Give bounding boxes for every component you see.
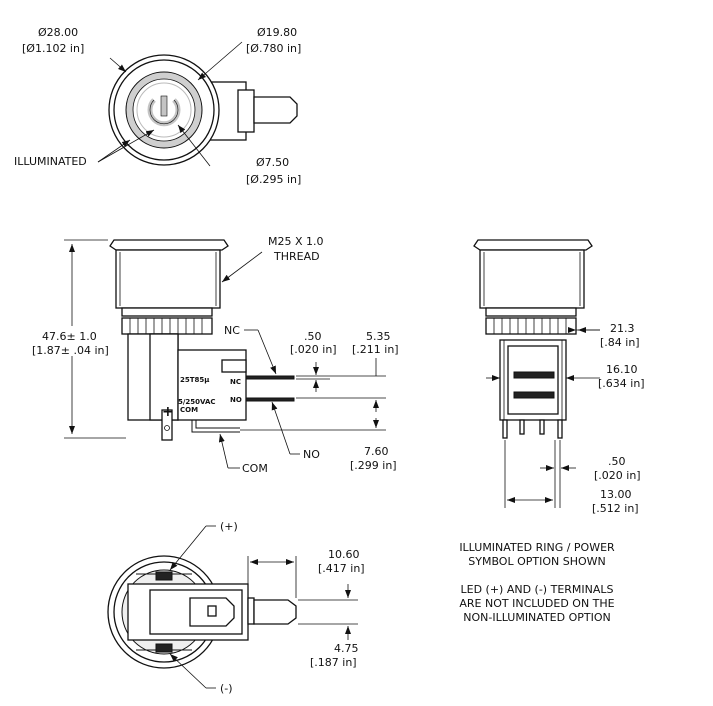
collar-width-in: [.84 in] [600, 336, 640, 349]
no-label: NO [303, 448, 320, 461]
plus-label: (+) [220, 520, 238, 533]
front-terminal-thickness-mm: .50 [608, 455, 626, 468]
terminal-spacing-in: [.299 in] [350, 459, 397, 472]
side-thread-barrel [115, 249, 221, 309]
note-line-3: LED (+) AND (-) TERMINALS [460, 583, 613, 596]
switch-text-4: NC [230, 378, 241, 386]
thread-leader [221, 251, 263, 283]
ring-fine-line [136, 82, 192, 138]
terminal-thickness-in: [.020 in] [290, 343, 337, 356]
bottom-view: (+) (-) 10.60 [.417 in] 4.75 [.187 in] [107, 520, 365, 695]
outer-diameter-mm: Ø28.00 [38, 26, 78, 39]
front-nut-ridges [493, 318, 567, 334]
side-led-terminal [161, 409, 173, 441]
front-cap [473, 239, 593, 251]
terminal-width-in: [.187 in] [310, 656, 357, 669]
power-symbol-bar [160, 95, 168, 117]
terminal-reach-mm: 10.60 [328, 548, 360, 561]
led-plus-pad [155, 571, 173, 581]
symbol-diameter-mm: Ø7.50 [256, 156, 289, 169]
com-leader [218, 433, 229, 469]
outer-diameter-leader [109, 57, 127, 73]
front-terminal-left [502, 419, 508, 439]
ring-diameter-leader [197, 41, 243, 81]
plus-sign: + [162, 404, 174, 420]
symbol-diameter-leader [177, 124, 211, 167]
power-symbol-outline [149, 99, 179, 125]
note-line-4: ARE NOT INCLUDED ON THE [459, 597, 614, 610]
front-terminal-thickness-in: [.020 in] [594, 469, 641, 482]
side-nut-ridges [129, 318, 203, 334]
com-label: COM [242, 462, 268, 475]
top-view: Ø28.00 [Ø1.102 in] Ø19.80 [Ø.780 in] ILL… [14, 26, 301, 186]
terminal-span-mm: 13.00 [600, 488, 632, 501]
terminal-thickness-mm: .50 [304, 330, 322, 343]
side-no-terminal [245, 397, 295, 402]
note-line-2: SYMBOL OPTION SHOWN [468, 555, 605, 568]
terminal-length-in: [.211 in] [352, 343, 399, 356]
terminal-span-in: [.512 in] [592, 502, 639, 515]
ring-diameter-mm: Ø19.80 [257, 26, 297, 39]
thread-label-2: THREAD [273, 250, 320, 263]
front-thread-barrel [479, 249, 585, 309]
body-width-mm: 16.10 [606, 363, 638, 376]
terminal-reach-in: [.417 in] [318, 562, 365, 575]
body-width-in: [.634 in] [598, 377, 645, 390]
minus-leader [169, 653, 207, 689]
illuminated-leader-a [97, 139, 131, 163]
note-line-1: ILLUMINATED RING / POWER [459, 541, 615, 554]
height-mm: 47.6± 1.0 [42, 330, 97, 343]
top-view-terminal-tab [253, 96, 298, 124]
side-nut-top [121, 307, 213, 317]
bottom-terminal [253, 599, 297, 625]
side-cap [109, 239, 229, 251]
nc-label: NC [224, 324, 240, 337]
led-minus-pad [155, 643, 173, 653]
illuminated-leader-b [97, 129, 155, 163]
outer-diameter-in: [Ø1.102 in] [22, 42, 84, 55]
front-view: 21.3 [.84 in] 16.10 [.634 in] .50 [.020 … [473, 239, 645, 515]
front-contact-b [513, 391, 555, 399]
side-com-terminal [191, 420, 240, 433]
no-leader [271, 401, 291, 455]
terminal-spacing-mm: 7.60 [364, 445, 389, 458]
thread-label-1: M25 X 1.0 [268, 235, 324, 248]
switch-text-5: NO [230, 396, 242, 404]
side-nc-terminal [245, 375, 295, 380]
top-view-terminal-mount [237, 89, 255, 133]
switch-text-3: COM [180, 406, 198, 414]
nc-leader [257, 329, 277, 375]
front-terminal-right [557, 419, 563, 439]
switch-text-1: 25T85µ [180, 376, 209, 384]
front-nut [485, 317, 577, 335]
illuminated-label: ILLUMINATED [14, 155, 87, 168]
notes: ILLUMINATED RING / POWER SYMBOL OPTION S… [459, 541, 615, 624]
note-line-5: NON-ILLUMINATED OPTION [463, 611, 611, 624]
height-in: [1.87± .04 in] [32, 344, 109, 357]
plus-leader [169, 525, 207, 571]
minus-label: (-) [220, 682, 233, 695]
side-view: 25T85µ 5/250VAC COM NC NO + 47.6± 1.0 [1… [32, 235, 399, 475]
collar-width-mm: 21.3 [610, 322, 635, 335]
terminal-length-mm: 5.35 [366, 330, 391, 343]
switch-text-2: 5/250VAC [178, 398, 216, 406]
ring-diameter-in: [Ø.780 in] [246, 42, 301, 55]
side-nut [121, 317, 213, 335]
front-contact-a [513, 371, 555, 379]
symbol-diameter-in: [Ø.295 in] [246, 173, 301, 186]
terminal-width-mm: 4.75 [334, 642, 359, 655]
